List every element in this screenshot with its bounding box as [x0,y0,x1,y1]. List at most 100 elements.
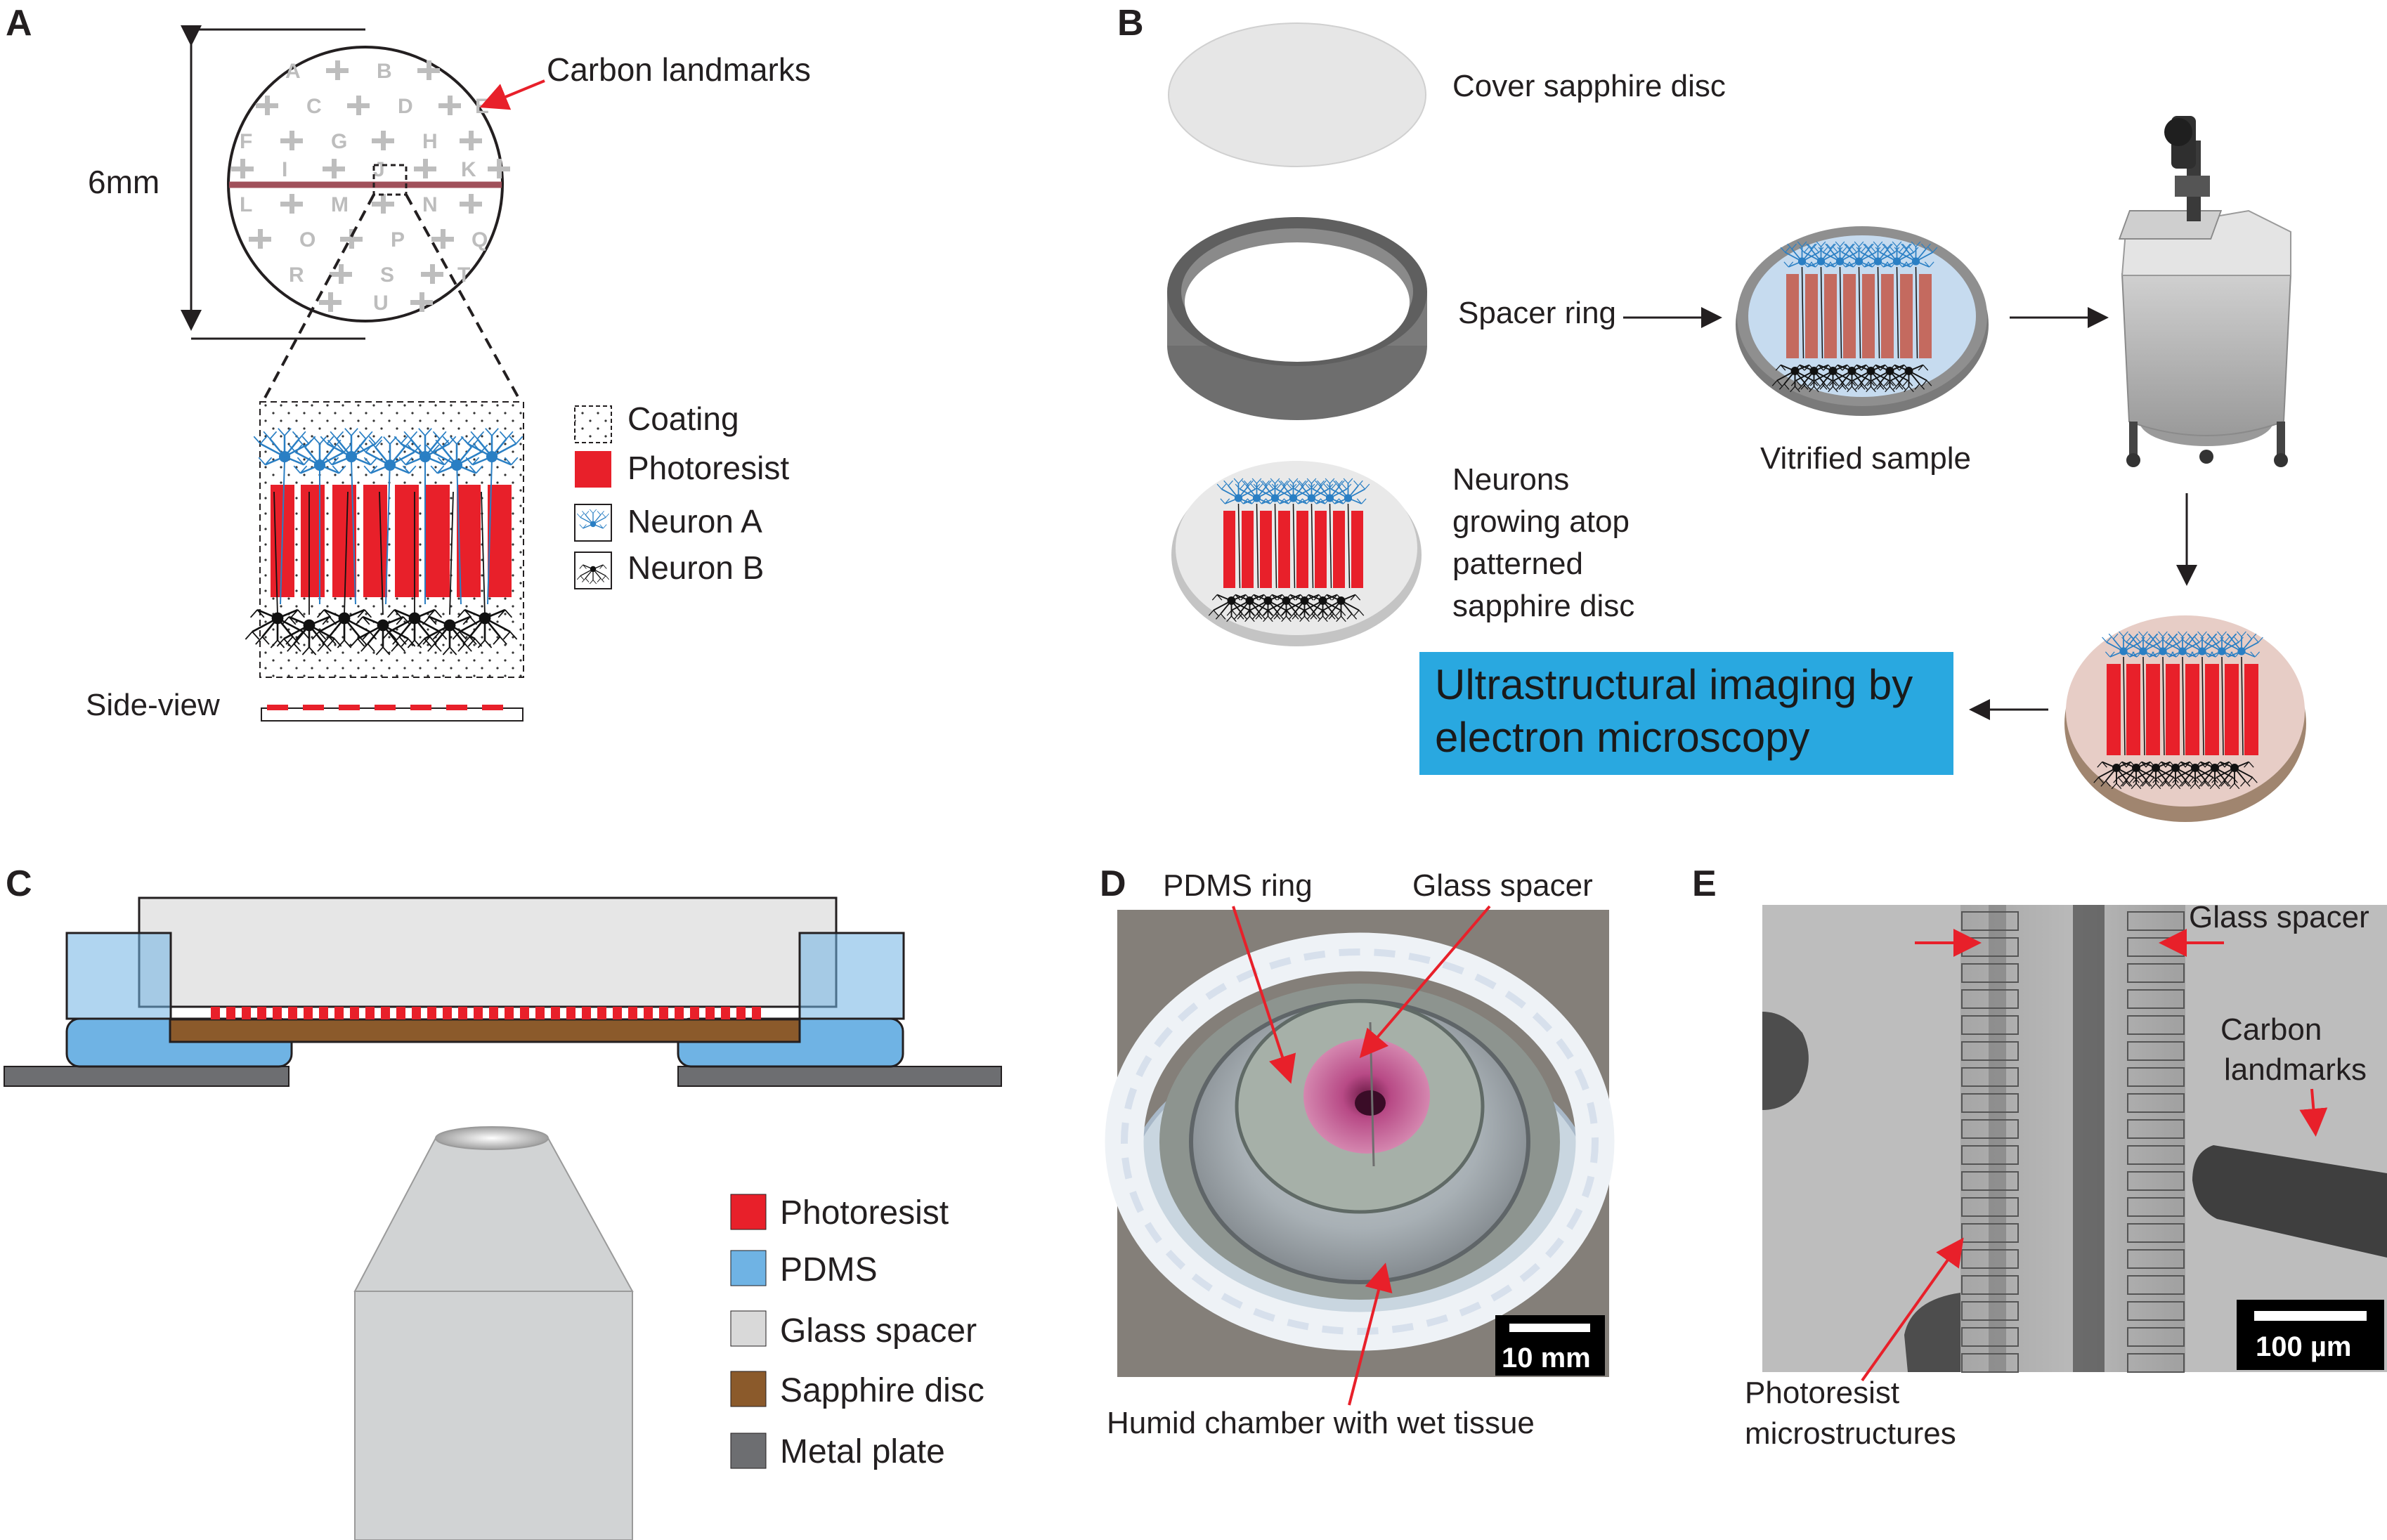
landmark-letter: L [240,193,252,216]
neuron-a [1894,241,1938,268]
photoresist-tooth [613,1007,622,1019]
neuron-a [253,428,316,466]
photoresist-comb [1961,911,2185,1373]
comb-tooth-left [1961,1067,2019,1087]
comb-tooth-right [2127,1197,2185,1217]
photoresist-tooth [334,1007,344,1019]
landmark-letter: N [422,193,438,216]
photoresist-bar [1223,511,1235,588]
comb-tooth-left [1961,1041,2019,1061]
panel-b-label: B [1117,3,1144,44]
humid-chamber-photo [1105,910,1615,1377]
comb-tooth-left [1961,963,2019,983]
side-view-photoresist [267,705,503,710]
pdms-ring-label: PDMS ring [1163,868,1313,903]
comb-tooth-right [2127,1275,2185,1295]
side-bar [410,705,431,710]
metal-plate-right [677,1066,1002,1087]
photoresist-bar [301,485,325,597]
photoresist-tooth [675,1007,684,1019]
glass-spacer [138,896,838,1008]
landmark-cross [410,292,433,312]
photoresist-bar [395,485,419,597]
comb-tooth-left [1961,1093,2019,1113]
photoresist-tooth [752,1007,761,1019]
photoresist-bar [1786,274,1799,358]
legend-c-metal-plate: Metal plate [780,1433,945,1470]
neuron-b [1318,594,1365,622]
photoresist-tooth [520,1007,529,1019]
metal-plate-left [4,1066,290,1087]
comb-tooth-left [1961,1301,2019,1321]
neuron-a [1216,478,1261,504]
comb-tooth-left [1961,1327,2019,1347]
landmark-cross [372,194,394,214]
comb-tooth-right [2127,1119,2185,1139]
neuron-b [452,608,518,648]
photoresist-tooth [242,1007,251,1019]
landmark-letter: M [331,193,349,216]
landmark-letter: D [398,95,413,118]
em-banner [1419,652,1953,775]
photoresist-tooth [458,1007,467,1019]
panel-e-label: E [1692,863,1717,904]
photoresist-tooth [597,1007,606,1019]
landmark-letter: I [282,158,287,181]
photoresist-tooth [535,1007,545,1019]
landmark-letter: K [461,158,476,181]
comb-tooth-right [2127,1353,2185,1373]
landmark-cross [319,292,342,312]
neuron-a [2121,631,2165,658]
banner-line1: Ultrastructural imaging by [1435,661,1913,708]
cover-sapphire-disc [1168,22,1426,167]
landmark-cross [460,194,482,214]
landmark-cross [438,96,461,115]
neuron-a [460,428,523,466]
neuron-b [350,615,416,655]
photoresist-tooth [705,1007,715,1019]
neuron-a [1308,478,1352,504]
landmark-cross [231,159,254,178]
photoresist-bar [1805,274,1818,358]
photoresist-bar [1843,274,1856,358]
neuron-a-icon [576,509,610,529]
zoomed-neurons-b [245,491,518,655]
legend-coating: Coating [627,400,739,437]
landmark-letter: B [377,60,392,83]
side-bar [482,705,503,710]
comb-tooth-right [2127,1093,2185,1113]
photoresist-tooth [350,1007,359,1019]
e-photoresist-arrow [1861,1237,1964,1382]
comb-tooth-right [2127,1249,2185,1269]
panel-c-label: C [6,863,32,904]
neuron-a [1799,241,1843,268]
comb-tooth-right [2127,963,2185,983]
legend-photoresist: Photoresist [627,450,789,486]
comb-tooth-left [1961,911,2019,931]
landmark-letter: S [380,263,394,287]
photoresist-bar [2205,664,2219,755]
photoresist-tooth [566,1007,575,1019]
neuron-a [2200,631,2244,658]
sapphire-disc [169,1018,801,1043]
landmark-letter: F [240,130,252,153]
comb-tooth-right [2127,1223,2185,1243]
photoresist-bar [1296,511,1308,588]
legend-neuron-a: Neuron A [627,503,762,540]
comb-tooth-left [1961,1119,2019,1139]
landmark-cross [347,96,370,115]
photoresist-tooth [319,1007,328,1019]
side-bar [267,705,288,710]
photoresist-bar [363,485,387,597]
zoom-box [372,164,408,196]
photoresist-tooth [443,1007,452,1019]
panel-b: B Cover sapphire disc Spacer ring Neuron… [1117,3,2306,822]
micrograph [1762,905,2387,1373]
photoresist-tooth [396,1007,405,1019]
photoresist-bar [1278,511,1290,588]
legend-c-sapphire-disc: Sapphire disc [780,1372,984,1409]
landmark-letter: A [285,60,301,83]
microscope-objective [353,1126,634,1540]
